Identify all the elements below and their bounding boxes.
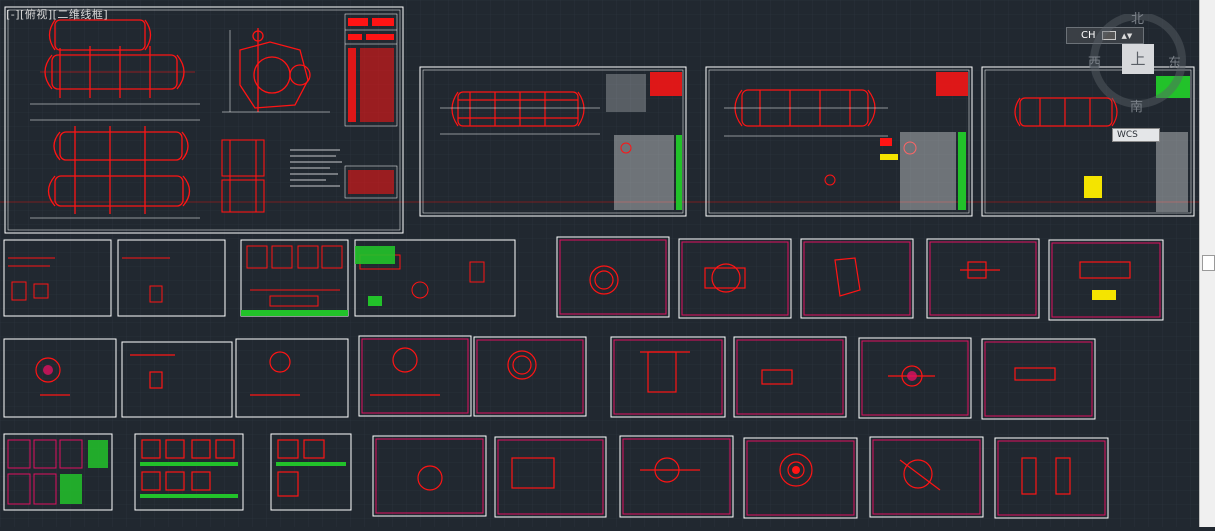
viewcube-west[interactable]: 西: [1088, 56, 1102, 71]
keyboard-icon: [1101, 31, 1116, 40]
viewcube-top-face[interactable]: 上: [1122, 44, 1154, 74]
viewport-label[interactable]: [-][俯视][二维线框]: [6, 8, 109, 21]
sheets-row-3: [3, 335, 1096, 420]
viewcube-south[interactable]: 南: [1130, 100, 1144, 115]
sheet-elevation-1: [419, 66, 687, 217]
sheets-row-2-right: [556, 236, 1164, 321]
sheet-assembly: [4, 6, 404, 234]
viewcube-ring: [1090, 14, 1186, 108]
chevron-down-icon: ▲▼: [1121, 31, 1133, 40]
viewcube-east[interactable]: 东: [1168, 56, 1182, 71]
wcs-menu[interactable]: WCS: [1112, 128, 1160, 142]
language-indicator[interactable]: CH ▲▼: [1066, 27, 1144, 44]
sheet-elevation-3: [981, 66, 1195, 217]
vertical-scrollbar[interactable]: [1199, 0, 1215, 527]
viewcube-north[interactable]: 北: [1131, 12, 1145, 27]
scrollbar-thumb[interactable]: [1202, 255, 1215, 271]
language-label: CH: [1081, 30, 1096, 41]
sheet-elevation-2: [705, 66, 973, 217]
sheets-row-4: [3, 433, 1109, 519]
